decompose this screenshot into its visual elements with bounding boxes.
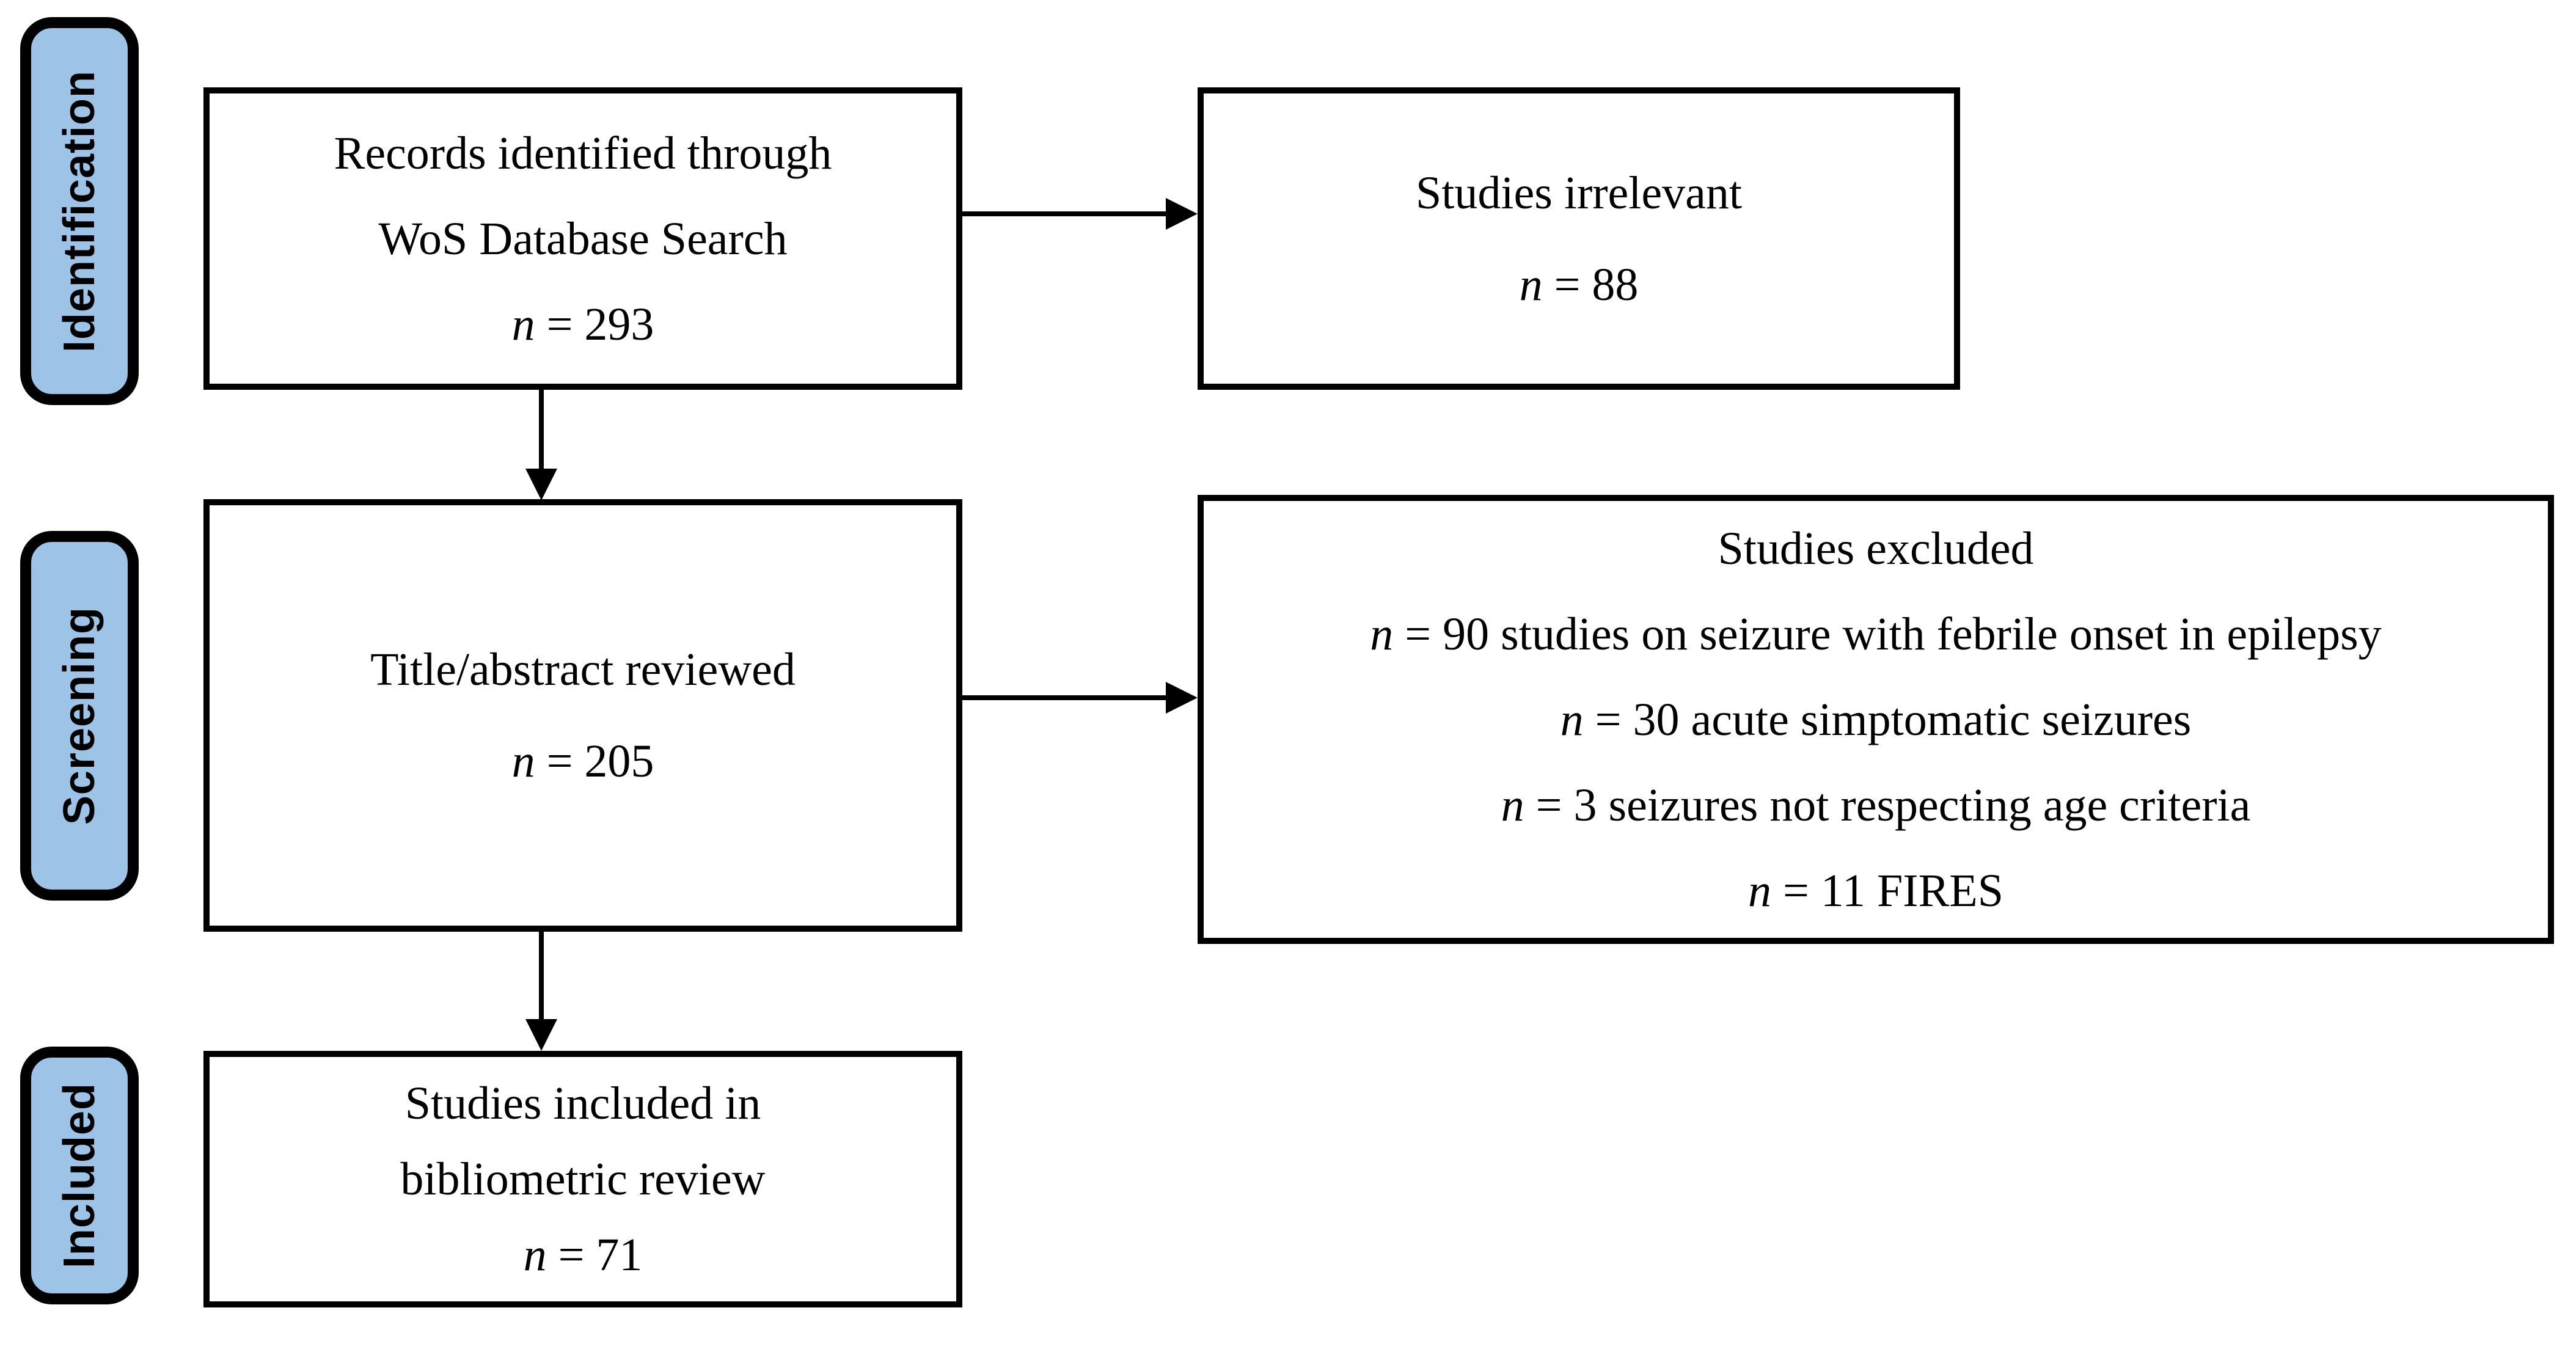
studies-excluded-box: Studies excluded n = 90 studies on seizu… — [1198, 495, 2554, 944]
excluded-item: n = 3 seizures not respecting age criter… — [1501, 762, 2251, 848]
count-line: n = 205 — [512, 715, 654, 807]
count-value: = 3 seizures not respecting age criteria — [1524, 779, 2251, 831]
count-value: = 90 studies on seizure with febrile ons… — [1393, 608, 2382, 660]
box-text-line: Studies irrelevant — [1416, 167, 1742, 219]
stage-label-text: Identification — [55, 70, 104, 353]
box-text-line: Studies included in — [404, 1078, 761, 1129]
arrow-line — [539, 390, 544, 475]
count-value: = 30 acute simptomatic seizures — [1583, 693, 2192, 745]
count-variable: n — [511, 736, 535, 787]
box-text-line: Records identified through — [334, 127, 832, 179]
count-line: n = 293 — [512, 282, 654, 367]
count-variable: n — [511, 298, 535, 350]
stage-label-included: Included — [20, 1047, 139, 1304]
excluded-item: n = 11 FIRES — [1748, 848, 2003, 934]
count-line: n = 71 — [524, 1217, 643, 1293]
count-variable: n — [1370, 608, 1394, 660]
arrowhead-right-icon — [1166, 198, 1198, 230]
count-value: = 71 — [546, 1229, 643, 1281]
arrow-line — [539, 932, 544, 1023]
studies-irrelevant-box: Studies irrelevant n = 88 — [1198, 87, 1960, 390]
title-abstract-reviewed-box: Title/abstract reviewed n = 205 — [203, 499, 962, 932]
box-text-line: WoS Database Search — [378, 213, 788, 265]
stage-label-screening: Screening — [20, 531, 139, 901]
count-variable: n — [1748, 865, 1771, 916]
excluded-title: Studies excluded — [1718, 522, 2034, 574]
count-value: = 11 FIRES — [1771, 865, 2003, 916]
arrow-line — [962, 211, 1168, 216]
box-text-line: bibliometric review — [400, 1153, 766, 1205]
arrow-line — [962, 695, 1168, 700]
arrowhead-down-icon — [525, 469, 557, 500]
excluded-item: n = 30 acute simptomatic seizures — [1561, 677, 2192, 762]
count-variable: n — [1501, 779, 1524, 831]
count-variable: n — [1519, 258, 1543, 310]
count-value: = 205 — [535, 736, 654, 787]
count-value: = 293 — [535, 298, 654, 350]
arrowhead-down-icon — [525, 1019, 557, 1051]
studies-included-box: Studies included in bibliometric review … — [203, 1051, 962, 1307]
count-value: = 88 — [1542, 258, 1639, 310]
stage-label-text: Included — [55, 1082, 104, 1268]
stage-label-identification: Identification — [20, 17, 139, 405]
box-text-line: Title/abstract reviewed — [370, 644, 796, 695]
stage-label-text: Screening — [55, 606, 104, 825]
arrowhead-right-icon — [1166, 682, 1198, 714]
records-identified-box: Records identified through WoS Database … — [203, 87, 962, 390]
count-variable: n — [1560, 693, 1584, 745]
excluded-item: n = 90 studies on seizure with febrile o… — [1370, 591, 2381, 677]
count-line: n = 88 — [1520, 239, 1639, 331]
count-variable: n — [523, 1229, 547, 1281]
